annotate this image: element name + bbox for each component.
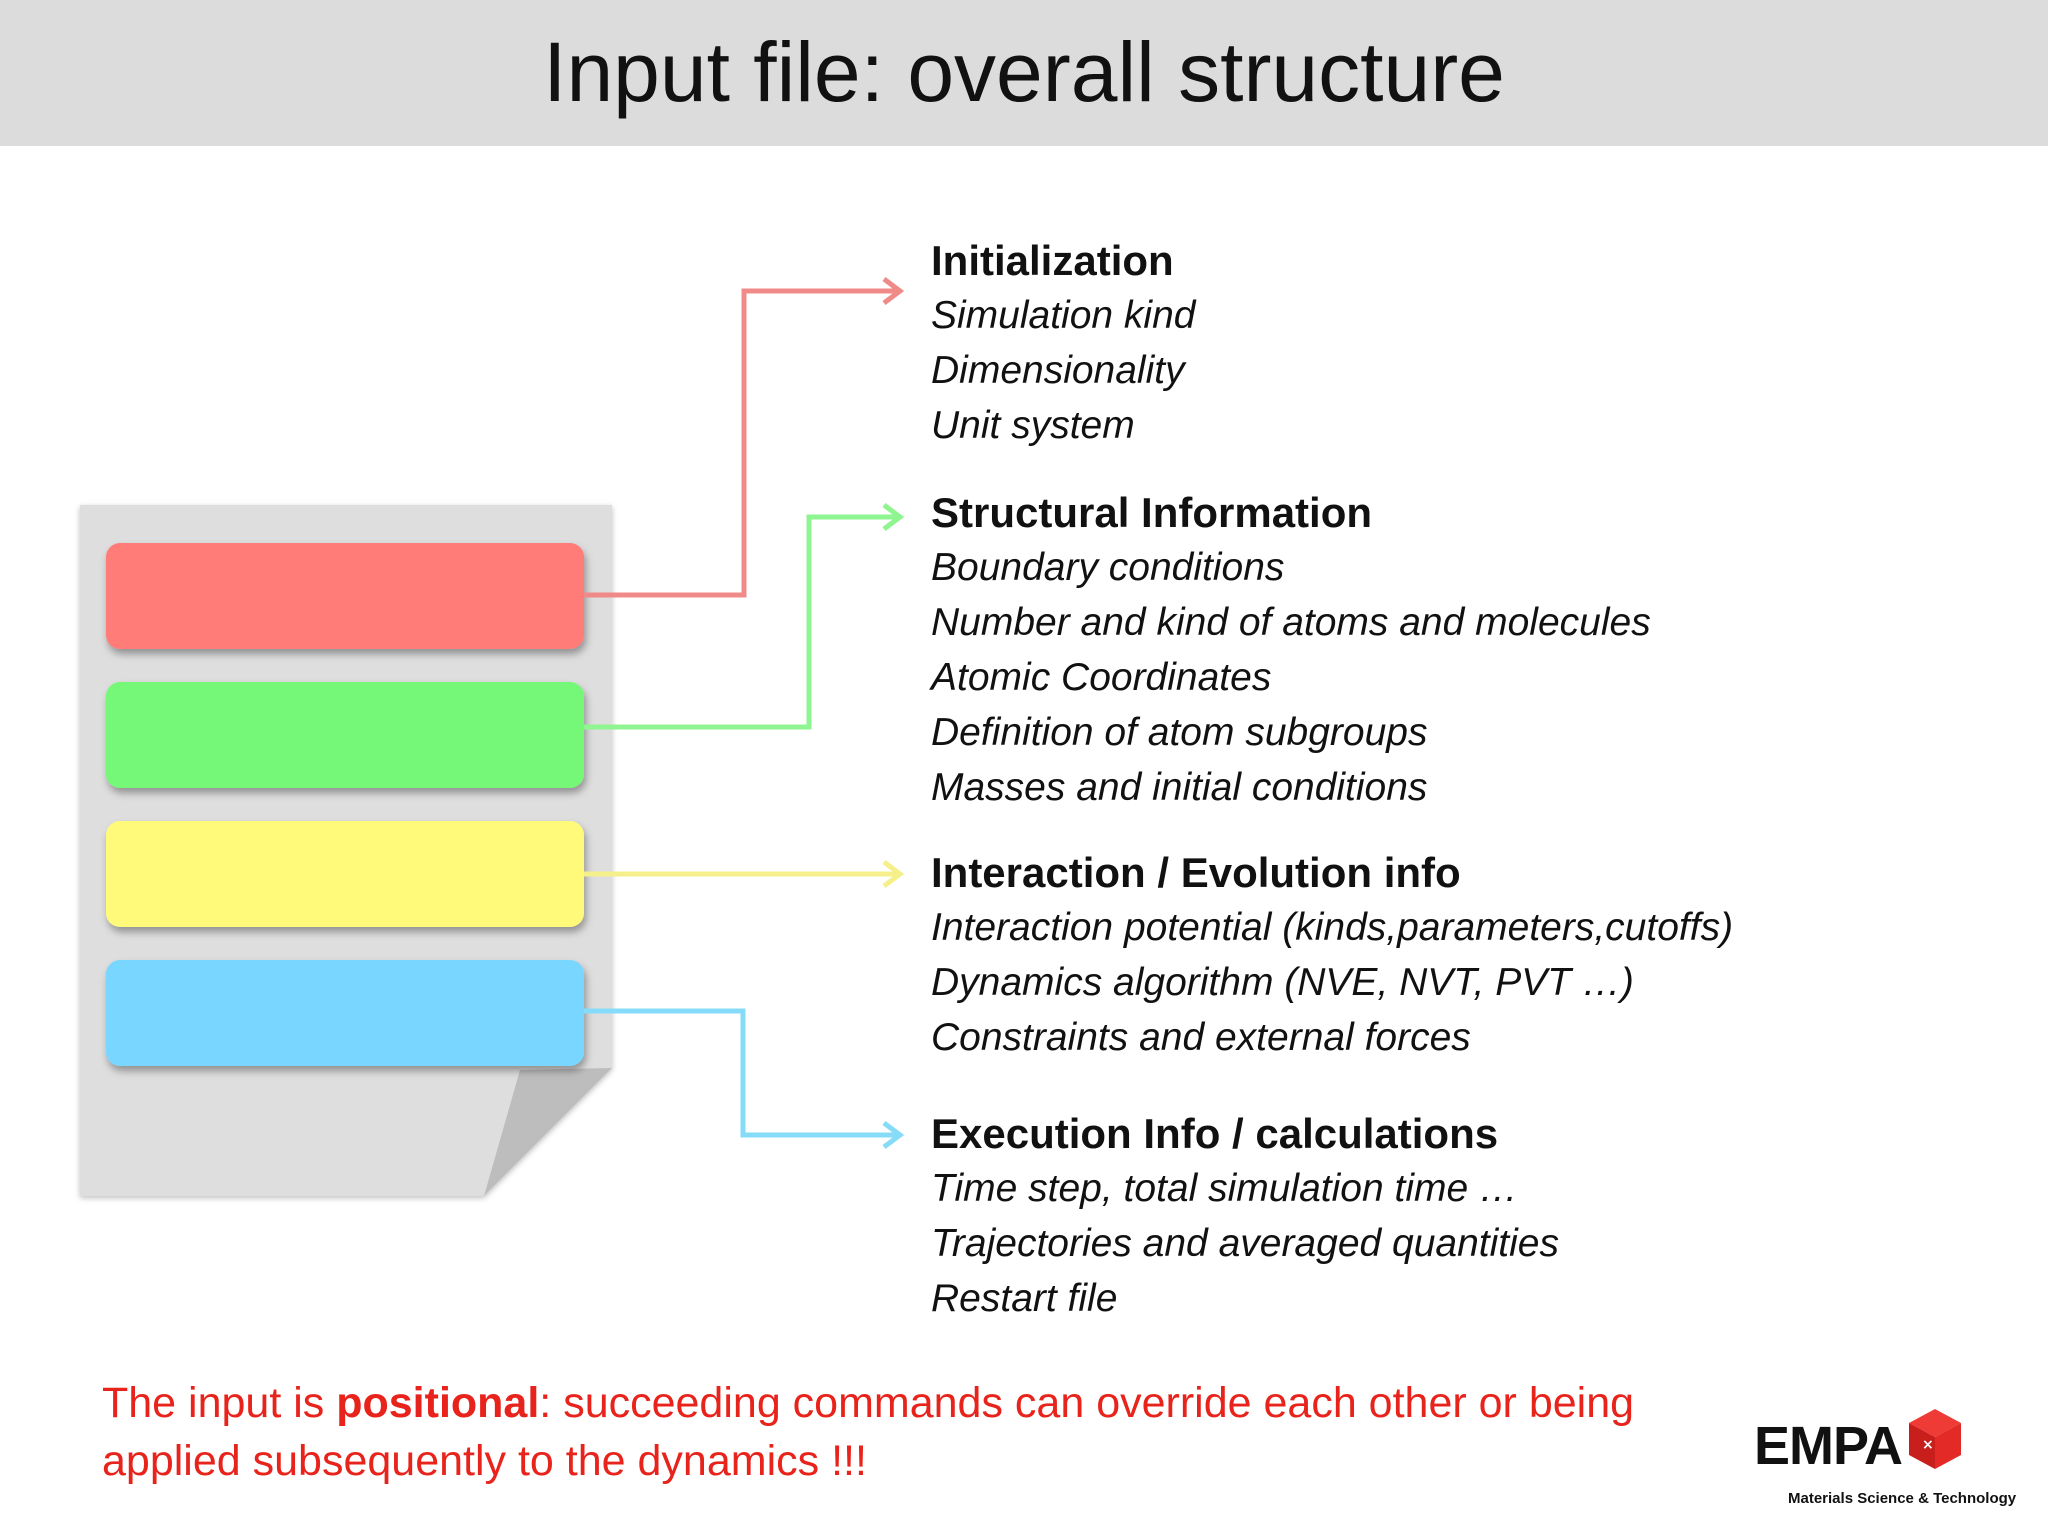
section-item: Definition of atom subgroups: [931, 711, 1428, 754]
initialization-arrow: [584, 288, 898, 598]
initialization-block: [106, 543, 584, 649]
section-title: Initialization: [931, 237, 1174, 284]
footer-suffix: : succeeding commands can override each …: [102, 1379, 1635, 1485]
interaction-arrowhead: [882, 860, 905, 888]
logo-text: EMPA: [1754, 1416, 1903, 1476]
section-item: Interaction potential (kinds,parameters,…: [931, 906, 1734, 949]
section-interaction-evolution: Interaction / Evolution info Interaction…: [931, 845, 2031, 1065]
empa-logo: EMPA × Materials Science & Technology: [1750, 1405, 2040, 1515]
section-title: Interaction / Evolution info: [931, 849, 1461, 896]
section-item: Constraints and external forces: [931, 1016, 1471, 1059]
structural-block: [106, 682, 584, 788]
section-title: Structural Information: [931, 489, 1373, 536]
section-item: Trajectories and averaged quantities: [931, 1222, 1559, 1265]
initialization-arrowhead: [882, 277, 905, 305]
footer-prefix: The input is: [102, 1379, 337, 1427]
logo-cube-icon: ×: [1909, 1409, 1961, 1469]
section-item: Dynamics algorithm (NVE, NVT, PVT …): [931, 961, 1634, 1004]
section-item: Boundary conditions: [931, 546, 1285, 589]
section-item: Time step, total simulation time …: [931, 1167, 1519, 1210]
section-item: Restart file: [931, 1277, 1118, 1320]
page-title: Input file: overall structure: [543, 25, 1505, 119]
section-structural-information: Structural Information Boundary conditio…: [931, 485, 2031, 815]
document-page-fold: [484, 1068, 612, 1196]
section-item: Masses and initial conditions: [931, 766, 1428, 809]
interaction-block: [106, 821, 584, 927]
section-item: Dimensionality: [931, 349, 1185, 392]
execution-arrow: [584, 1008, 898, 1138]
section-execution-info: Execution Info / calculations Time step,…: [931, 1106, 2031, 1326]
footer-emphasis: positional: [336, 1379, 540, 1427]
svg-text:×: ×: [1922, 1437, 1934, 1453]
section-title: Execution Info / calculations: [931, 1110, 1499, 1157]
title-bar: Input file: overall structure: [0, 0, 2048, 146]
section-item: Unit system: [931, 404, 1135, 447]
structural-arrow: [584, 514, 898, 730]
execution-arrowhead: [882, 1121, 905, 1149]
section-item: Simulation kind: [931, 294, 1196, 337]
section-item: Atomic Coordinates: [931, 656, 1272, 699]
section-initialization: Initialization Simulation kind Dimension…: [931, 233, 2031, 453]
structural-arrowhead: [882, 503, 905, 531]
footer-note: The input is positional: succeeding comm…: [102, 1374, 1662, 1490]
section-item: Number and kind of atoms and molecules: [931, 601, 1651, 644]
execution-block: [106, 960, 584, 1066]
logo-subtitle: Materials Science & Technology: [1788, 1490, 2017, 1507]
